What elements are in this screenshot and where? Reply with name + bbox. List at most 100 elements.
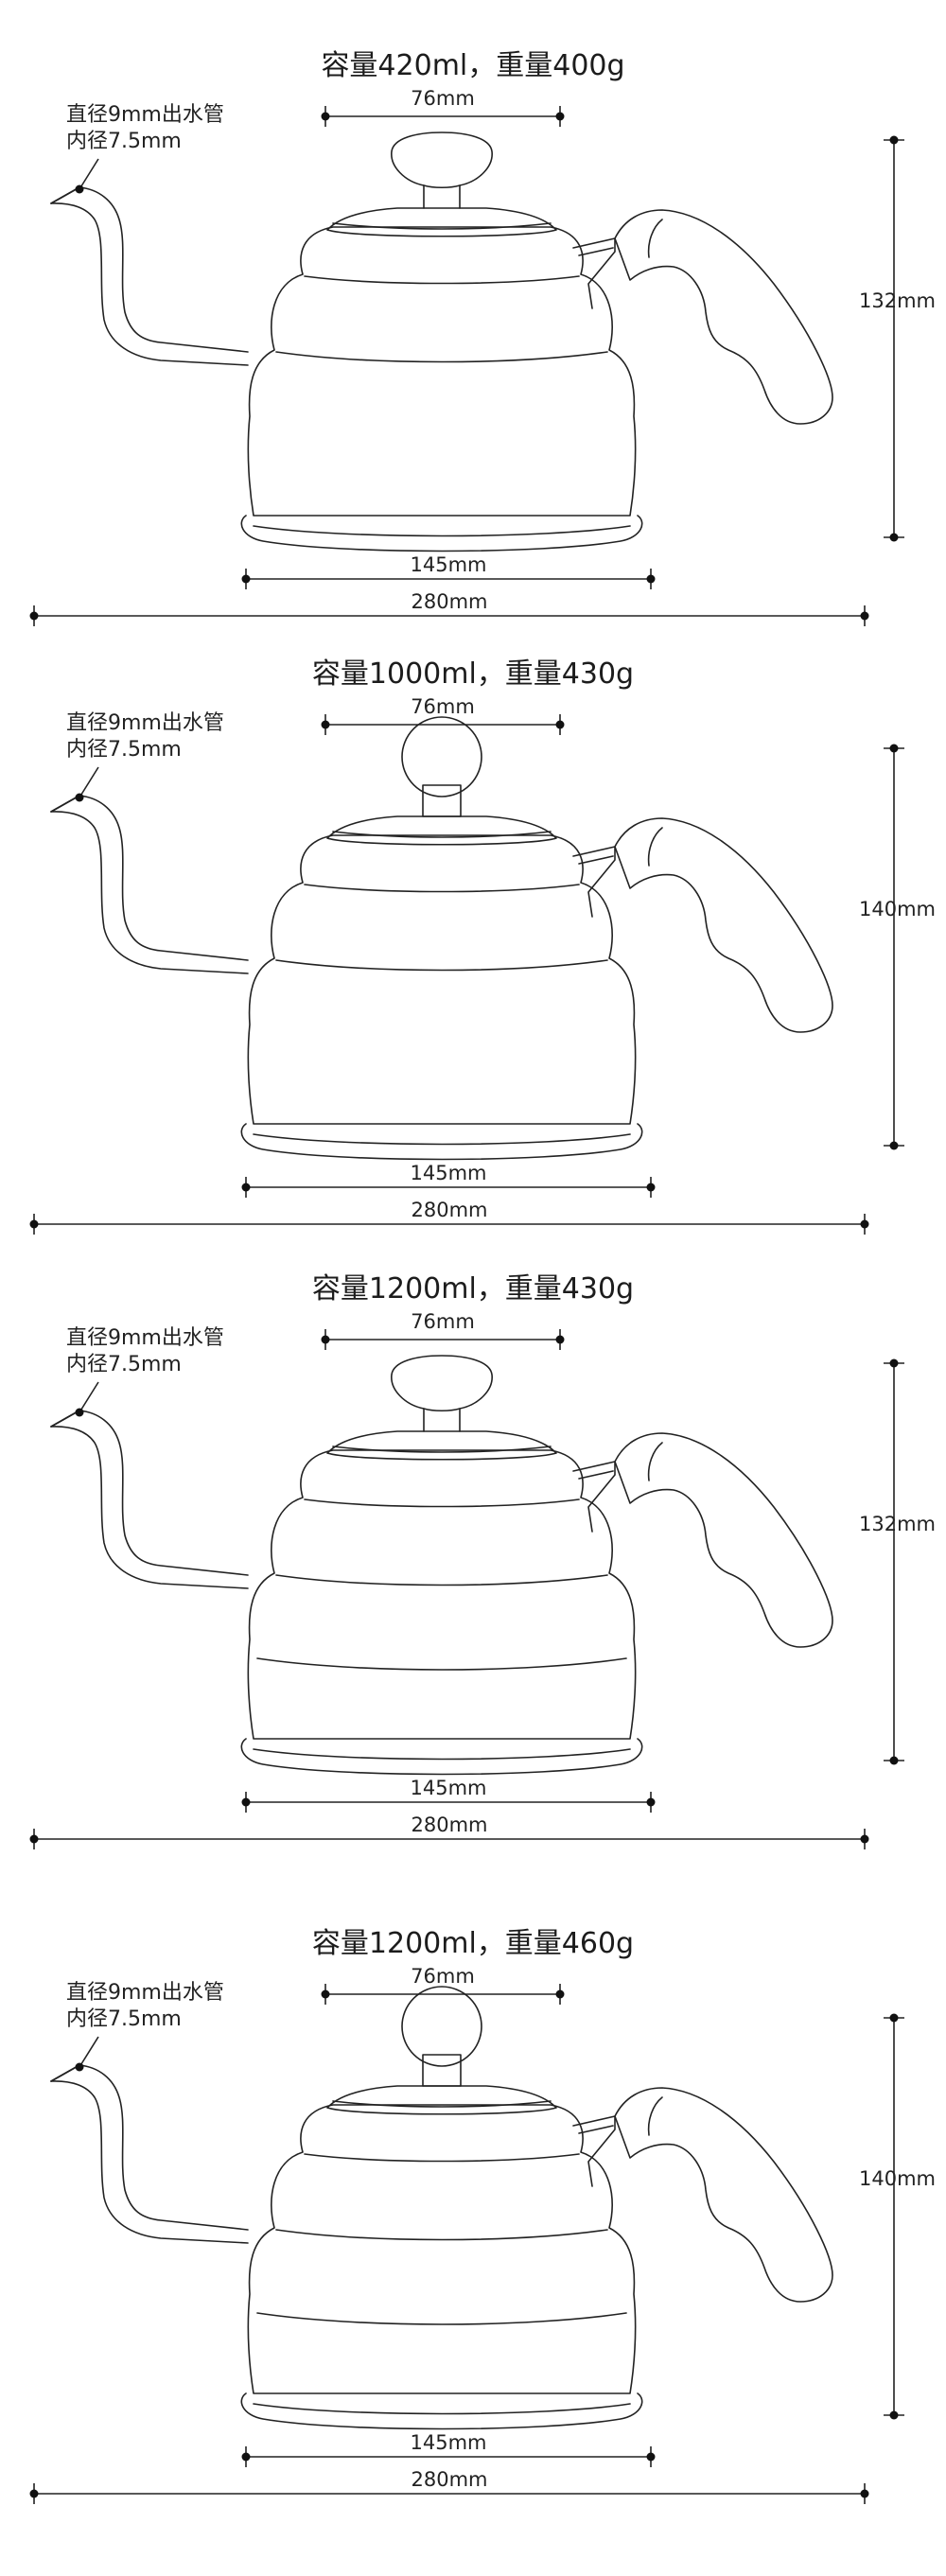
lid-rim: [332, 222, 552, 230]
base-dimension-line: [241, 569, 656, 589]
kettle-base-line: [253, 525, 631, 537]
kettle-drawing: [50, 1355, 833, 1776]
tier-ridge-2: [275, 1574, 608, 1586]
spout-leader-dot: [75, 184, 84, 194]
base-width-label: 145mm: [410, 553, 487, 576]
spout-tip: [50, 2064, 80, 2082]
height-label: 132mm: [859, 1513, 936, 1535]
lid-width-label: 76mm: [411, 1310, 475, 1333]
height-dimension-line: [884, 744, 904, 1150]
spout-outer: [50, 2064, 249, 2231]
kettle-base: [240, 2392, 643, 2430]
handle-grip-line: [647, 2096, 663, 2136]
handle-bracket: [572, 2115, 616, 2187]
kettle-panel-2: 容量1000ml，重量430g 直径9mm出水管内径7.5mm 76mm 145mm 2…: [0, 608, 946, 1252]
kettle-body: [247, 226, 637, 517]
lid-rim: [332, 2100, 552, 2108]
tier-ridge-3: [256, 2312, 627, 2325]
kettle-drawing: [50, 1986, 833, 2430]
tier-ridge-2: [275, 2229, 608, 2241]
spout-inner-diameter-label: 内径7.5mm: [66, 2007, 182, 2031]
knob-stem: [422, 784, 462, 817]
spout-outer-diameter-label: 直径9mm出水管: [66, 1326, 224, 1350]
height-label: 140mm: [859, 2167, 936, 2190]
base-dimension-line: [241, 1792, 656, 1813]
lid-dimension-line: [321, 714, 565, 735]
spout-tip: [50, 186, 80, 204]
kettle-diagram: [29, 106, 904, 626]
ball-knob: [401, 1986, 482, 2067]
panel-title: 容量1000ml，重量430g: [311, 657, 635, 691]
spout-leader: [79, 2036, 99, 2068]
spout-leader: [79, 1381, 99, 1413]
lid-dimension-line: [321, 106, 565, 127]
knob-neck: [423, 1408, 461, 1412]
tier-ridge-1: [304, 275, 580, 285]
spout-inner: [50, 202, 249, 366]
lid-width-label: 76mm: [411, 1965, 475, 1988]
kettle-handle: [614, 209, 833, 425]
total-width-label: 280mm: [411, 1199, 488, 1221]
handle-bracket-inner: [578, 2125, 614, 2134]
kettle-body: [247, 834, 637, 1125]
kettle-handle: [614, 2087, 833, 2303]
base-width-label: 145mm: [410, 1777, 487, 1799]
kettle-body: [247, 1449, 637, 1740]
kettle-lid: [326, 815, 557, 846]
tier-ridge-1: [304, 884, 580, 893]
kettle-drawing: [50, 716, 833, 1161]
spout-note: 直径9mm出水管内径7.5mm: [66, 710, 224, 763]
lid-rim: [332, 831, 552, 838]
height-dimension-line: [884, 135, 904, 542]
spout-inner: [50, 1426, 249, 1589]
spout-tip: [50, 795, 80, 813]
base-dimension-line: [241, 1177, 656, 1198]
panel-title: 容量420ml，重量400g: [321, 49, 625, 82]
height-label: 140mm: [859, 898, 936, 920]
spout-note: 直径9mm出水管内径7.5mm: [66, 1325, 224, 1378]
handle-bracket-inner: [578, 855, 614, 865]
height-label: 132mm: [859, 289, 936, 312]
handle-grip-line: [647, 219, 663, 258]
handle-bracket-inner: [578, 1470, 614, 1480]
spout-outer-diameter-label: 直径9mm出水管: [66, 711, 224, 735]
kettle-base: [240, 515, 643, 552]
lid-rim: [332, 1446, 552, 1453]
handle-grip-line: [647, 1442, 663, 1481]
spout-tip: [50, 1410, 80, 1428]
spout-leader-dot: [75, 2062, 84, 2072]
height-dimension-line: [884, 1358, 904, 1765]
kettle-handle: [614, 1432, 833, 1648]
handle-bracket: [572, 846, 616, 918]
spout-note: 直径9mm出水管内径7.5mm: [66, 102, 224, 155]
spout-outer: [50, 186, 249, 353]
spout-leader-dot: [75, 1408, 84, 1417]
handle-bracket-inner: [578, 247, 614, 256]
spout-outer: [50, 795, 249, 961]
total-width-dimension-line: [29, 1214, 869, 1235]
kettle-base: [240, 1738, 643, 1776]
tier-ridge-2: [275, 959, 608, 972]
kettle-diagram: [29, 1984, 904, 2504]
kettle-base-line: [253, 2403, 631, 2415]
kettle-diagram: [29, 714, 904, 1235]
lid-dimension-line: [321, 1329, 565, 1350]
tier-ridge-1: [304, 1498, 580, 1508]
spout-inner-diameter-label: 内径7.5mm: [66, 1353, 182, 1376]
kettle-lid: [326, 1430, 557, 1461]
handle-bracket: [572, 237, 616, 309]
ball-knob: [401, 716, 482, 797]
tier-ridge-2: [275, 351, 608, 363]
lid-width-label: 76mm: [411, 695, 475, 718]
base-dimension-line: [241, 2446, 656, 2467]
base-width-label: 145mm: [410, 1162, 487, 1184]
lid-dimension-line: [321, 1984, 565, 2005]
panel-title: 容量1200ml，重量460g: [311, 1927, 635, 1960]
spout-leader: [79, 766, 99, 798]
total-width-label: 280mm: [411, 1814, 488, 1836]
handle-bracket: [572, 1461, 616, 1533]
